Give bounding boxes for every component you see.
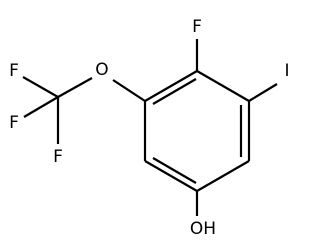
ring-bond-c6-c1: [144, 70, 198, 102]
atom-label-ether-oxygen: O: [95, 60, 108, 80]
ring-bond-c4-c5: [144, 160, 198, 192]
bond-cf3-f-top: [22, 76, 59, 98]
atom-label-hydroxyl: OH: [190, 219, 216, 239]
atom-label-cf3-fluorine-left: F: [9, 113, 19, 133]
atom-label-cf3-fluorine-bottom: F: [53, 147, 63, 167]
ring-bond-c3-c4: [196, 160, 250, 192]
ring-double-bond-inner-bottom: [152, 157, 197, 184]
bond-o-cf3: [57, 77, 93, 98]
atom-label-iodine: I: [284, 61, 289, 81]
structure-diagram: F I O OH F F F: [9, 17, 289, 239]
bond-c6-o: [112, 79, 146, 102]
bond-c2-i: [248, 83, 278, 102]
ring-bond-c1-c2: [196, 70, 250, 102]
atom-label-cf3-fluorine-top: F: [9, 61, 19, 81]
bond-cf3-f-left: [23, 96, 59, 118]
ring-double-bond-inner-top: [152, 78, 197, 105]
atom-label-ring-fluorine: F: [192, 17, 202, 37]
